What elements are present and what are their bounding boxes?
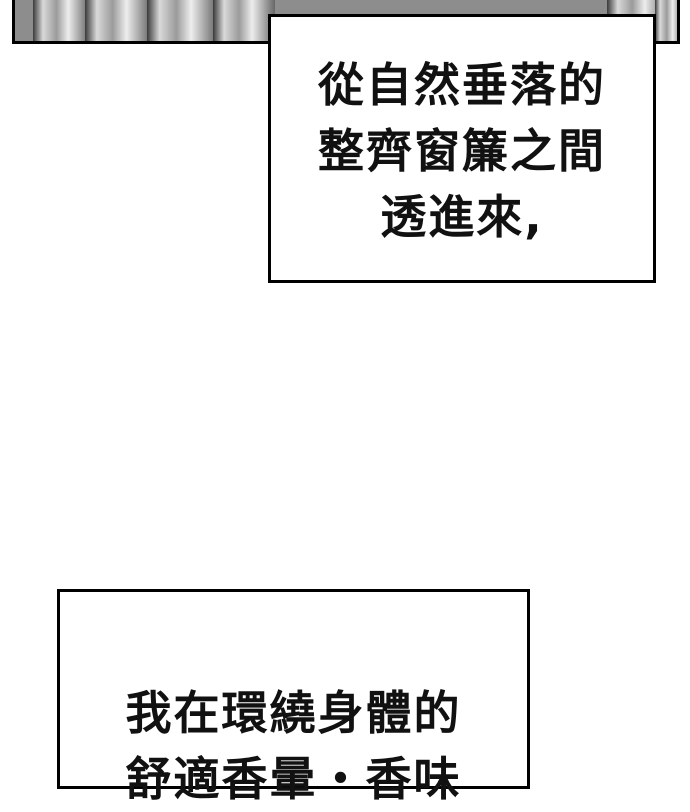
curtain-fold [213,0,275,41]
curtain-fold [655,0,677,41]
caption-box-top: 從自然垂落的 整齊窗簾之間 透進來, [268,14,656,283]
caption-line: 從自然垂落的 [318,58,606,112]
caption-line: 舒適香暈・香味 [125,752,462,806]
caption-box-bottom: 我在環繞身體的 舒適香暈・香味 [57,589,530,806]
caption-line: 整齊窗簾之間 [318,124,606,178]
caption-line: 透進來, [380,190,544,244]
curtain-fold [33,0,89,41]
curtain-fold [85,0,151,41]
caption-line: 我在環繞身體的 [125,686,462,740]
curtain-fold [147,0,217,41]
